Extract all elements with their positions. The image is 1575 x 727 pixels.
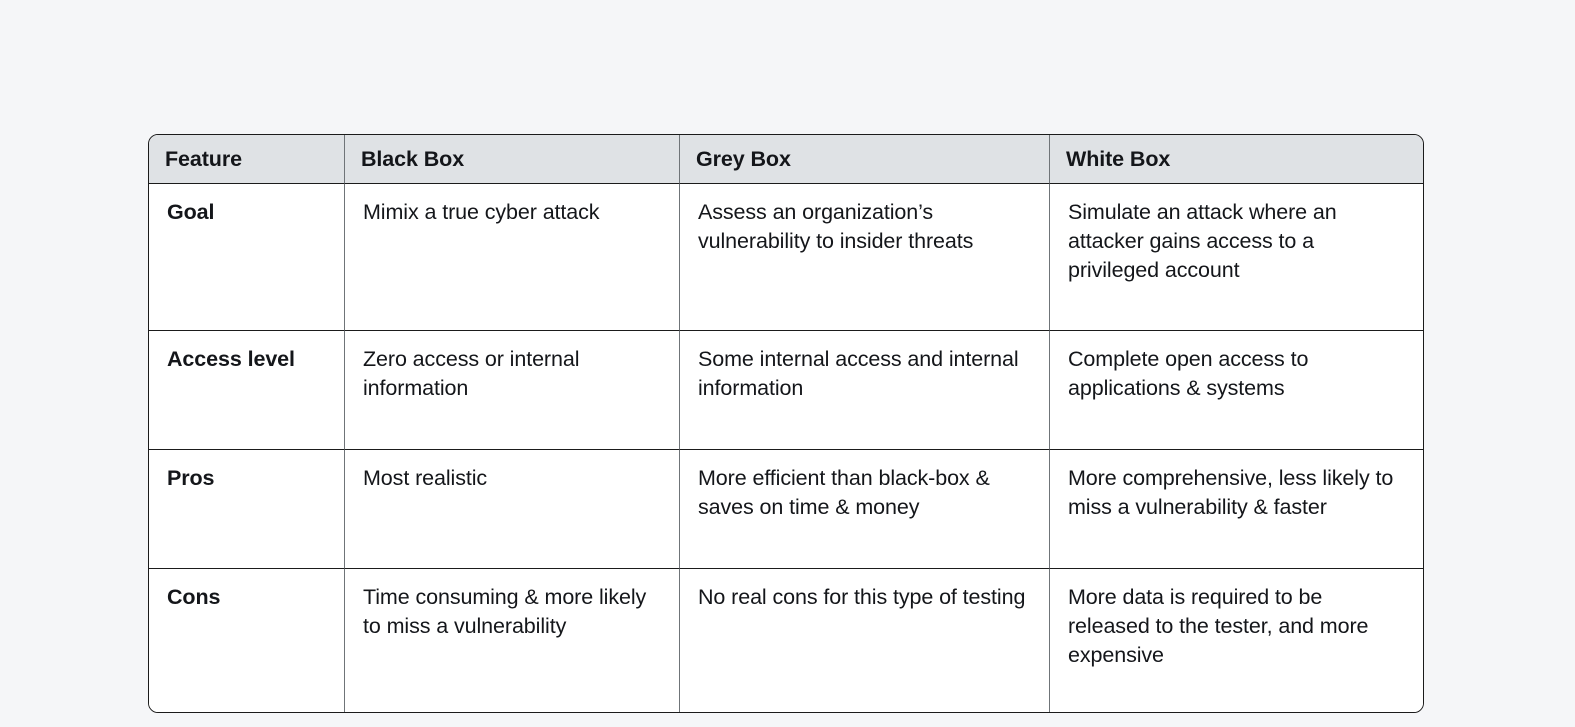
cell-cons-black-box: Time consuming & more likely to miss a v… — [345, 569, 680, 712]
cell-goal-grey-box: Assess an organization’s vulnerability t… — [680, 184, 1050, 331]
table-header: Feature Black Box Grey Box White Box — [149, 135, 1423, 184]
row-label-cons: Cons — [149, 569, 345, 712]
table-row: Pros Most realistic More efficient than … — [149, 450, 1423, 569]
comparison-table-container: Feature Black Box Grey Box White Box Goa… — [148, 134, 1424, 713]
cell-text: Complete open access to applications & s… — [1068, 347, 1309, 401]
cell-text: Simulate an attack where an attacker gai… — [1068, 200, 1337, 283]
cell-goal-black-box: Mimix a true cyber attack — [345, 184, 680, 331]
cell-text: Mimix a true cyber attack — [363, 200, 600, 224]
cell-text: More comprehensive, less likely to miss … — [1068, 466, 1394, 520]
cell-text: Time consuming & more likely to miss a v… — [363, 585, 647, 639]
cell-text: More efficient than black-box & saves on… — [698, 466, 990, 520]
cell-access-level-grey-box: Some internal access and internal inform… — [680, 331, 1050, 450]
cell-access-level-black-box: Zero access or internal information — [345, 331, 680, 450]
cell-text: Access level — [167, 347, 295, 371]
cell-text: Pros — [167, 466, 215, 490]
row-label-access-level: Access level — [149, 331, 345, 450]
cell-goal-white-box: Simulate an attack where an attacker gai… — [1050, 184, 1423, 331]
cell-text: Cons — [167, 585, 221, 609]
cell-pros-white-box: More comprehensive, less likely to miss … — [1050, 450, 1423, 569]
cell-pros-black-box: Most realistic — [345, 450, 680, 569]
column-header-black-box[interactable]: Black Box — [345, 135, 680, 184]
cell-text: Some internal access and internal inform… — [698, 347, 1019, 401]
table-header-row: Feature Black Box Grey Box White Box — [149, 135, 1423, 184]
table-body: Goal Mimix a true cyber attack Assess an… — [149, 184, 1423, 712]
cell-text: No real cons for this type of testing — [698, 585, 1026, 609]
table-row: Cons Time consuming & more likely to mis… — [149, 569, 1423, 712]
table-row: Goal Mimix a true cyber attack Assess an… — [149, 184, 1423, 331]
column-header-feature[interactable]: Feature — [149, 135, 345, 184]
cell-text: Assess an organization’s vulnerability t… — [698, 200, 974, 254]
column-header-grey-box[interactable]: Grey Box — [680, 135, 1050, 184]
column-header-white-box[interactable]: White Box — [1050, 135, 1423, 184]
cell-text: Most realistic — [363, 466, 488, 490]
comparison-table: Feature Black Box Grey Box White Box Goa… — [148, 134, 1424, 713]
cell-access-level-white-box: Complete open access to applications & s… — [1050, 331, 1423, 450]
table-row: Access level Zero access or internal inf… — [149, 331, 1423, 450]
cell-cons-white-box: More data is required to be released to … — [1050, 569, 1423, 712]
cell-cons-grey-box: No real cons for this type of testing — [680, 569, 1050, 712]
row-label-pros: Pros — [149, 450, 345, 569]
row-label-goal: Goal — [149, 184, 345, 331]
cell-text: Zero access or internal information — [363, 347, 580, 401]
cell-text: Goal — [167, 200, 215, 224]
cell-text: More data is required to be released to … — [1068, 585, 1369, 668]
cell-pros-grey-box: More efficient than black-box & saves on… — [680, 450, 1050, 569]
